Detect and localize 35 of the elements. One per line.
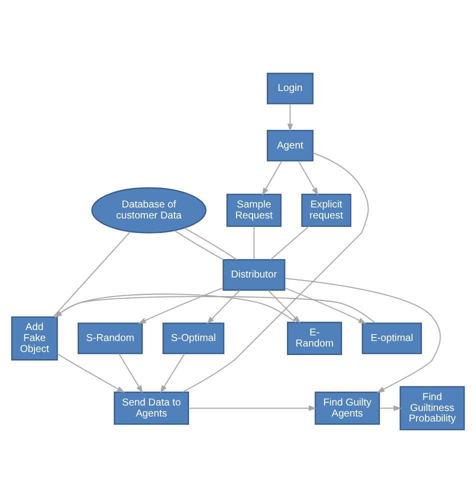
node-box: Find Guilty Agents <box>314 391 380 424</box>
node-box: S-Random <box>78 322 143 354</box>
node-ellipse: Database of customer Data <box>91 186 206 233</box>
node-box: Find Guiltiness Probability <box>400 386 465 430</box>
arrow <box>118 352 143 393</box>
node-box: Agent <box>266 129 314 161</box>
arrow <box>54 293 296 322</box>
arrow <box>284 286 366 324</box>
connector <box>174 230 224 260</box>
node-box: S-Optimal <box>162 322 224 354</box>
arrow <box>379 404 402 410</box>
connector <box>182 152 369 392</box>
node-box: Login <box>266 72 314 104</box>
arrow <box>298 160 318 196</box>
connector <box>270 226 310 260</box>
arrow <box>54 296 376 323</box>
arrow <box>160 352 185 393</box>
node-box: E-optimal <box>362 322 422 354</box>
arrow <box>138 286 224 324</box>
node-box: Add Fake Object <box>11 316 58 360</box>
node-box: Sample Request <box>226 193 282 226</box>
node-box: Explicit request <box>301 193 352 226</box>
arrow <box>57 352 125 392</box>
connector <box>253 226 254 260</box>
connector <box>52 230 131 317</box>
arrow <box>284 277 441 392</box>
node-box: E- Random <box>286 321 342 355</box>
connector <box>184 227 238 260</box>
arrow <box>268 289 301 323</box>
arrow <box>262 160 282 196</box>
node-box: Send Data to Agents <box>114 391 190 424</box>
arrow <box>287 103 293 132</box>
arrow <box>206 289 240 324</box>
arrow <box>188 404 317 410</box>
node-box: Distributor <box>222 258 286 290</box>
